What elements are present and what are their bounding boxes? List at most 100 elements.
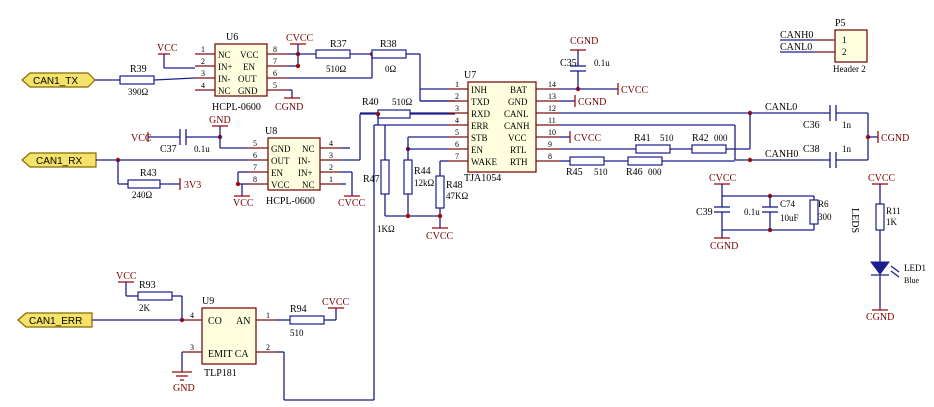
c36-value: 1n <box>842 120 852 130</box>
led1-ref: LED1 <box>904 263 926 273</box>
u6-pin-number: 4 <box>201 81 205 90</box>
u7-pin-number: 2 <box>455 92 459 101</box>
u7-pin-name: STB <box>471 133 488 143</box>
u7-pin-name: RTL <box>510 145 526 155</box>
u7-pin-number: 11 <box>548 116 556 125</box>
cvcc-label: CVCC <box>338 198 366 209</box>
cgnd-label: CGND <box>578 97 606 108</box>
u8-pin-number: 5 <box>253 139 257 148</box>
c35-value: 0.1u <box>594 58 610 68</box>
leds-group-label: LEDS <box>849 208 860 233</box>
resistor-r94: R94 510 <box>289 304 325 338</box>
r40-ref: R40 <box>362 97 379 108</box>
c35-ref: C35 <box>560 58 577 69</box>
vcc-label: VCC <box>131 133 152 144</box>
u7-pin-name: CANL <box>504 109 529 119</box>
u8-pin-number: 4 <box>329 139 333 148</box>
port-can1-tx: CAN1_TX <box>21 72 96 88</box>
u7-pin-name: BAT <box>510 85 528 95</box>
c74-value: 10uF <box>780 213 799 223</box>
u7-pin-name: VCC <box>508 133 527 143</box>
resistor-r43: R43 240Ω <box>127 168 161 200</box>
cvcc-symbol-c39: CVCC <box>709 173 737 185</box>
cvcc-label: CVCC <box>426 231 454 242</box>
u7-pin-number: 5 <box>455 128 459 137</box>
cvcc-label: CVCC <box>621 85 649 96</box>
r45-value: 510 <box>594 167 608 177</box>
u6-ref: U6 <box>226 32 238 43</box>
cgnd-label: CGND <box>881 133 909 144</box>
u6-pin-number: 6 <box>273 69 277 78</box>
u7-pin-name: ERR <box>471 121 489 131</box>
cgnd-symbol-c39: CGND <box>710 237 738 252</box>
cgnd-label: CGND <box>710 241 738 252</box>
u9-pin-emit-ca: EMIT CA <box>208 349 249 360</box>
cvcc-symbol-u7-vcc: CVCC <box>569 131 602 144</box>
port-can1-tx-label: CAN1_TX <box>33 76 78 87</box>
r39-ref: R39 <box>130 64 147 75</box>
r37-value: 510Ω <box>326 64 347 74</box>
u9-pin-number: 2 <box>266 343 270 352</box>
u7-pin-number: 13 <box>548 92 556 101</box>
resistor-r40: R40 510Ω <box>362 97 413 119</box>
u8-pin-name: NC <box>302 180 315 190</box>
u7-pin-number: 10 <box>548 128 556 137</box>
cgnd-label: CGND <box>275 102 303 113</box>
u6-optocoupler: U6 HCPL-0600 NC IN+ IN- NC VCC EN OUT GN… <box>195 32 287 113</box>
resistor-r46: R46 000 <box>626 156 663 178</box>
cgnd-label: CGND <box>866 312 894 323</box>
vcc-symbol-u6: VCC <box>157 43 195 69</box>
r47-ref: R47 <box>363 174 380 185</box>
cvcc-label: CVCC <box>868 173 896 184</box>
r45-ref: R45 <box>566 167 583 178</box>
r48-value: 47KΩ <box>446 191 468 201</box>
r38-ref: R38 <box>380 39 397 50</box>
u9-pin-number: 4 <box>190 311 194 320</box>
cvcc-symbol-bat: CVCC <box>617 83 649 96</box>
c38-ref: C38 <box>803 144 820 155</box>
vcc-label: VCC <box>233 198 254 209</box>
u8-pin-name: IN+ <box>298 168 313 178</box>
led-led1: LED1 Blue <box>870 261 926 310</box>
r47-value: 1KΩ <box>377 224 395 234</box>
r6-ref: R6 <box>818 199 829 209</box>
u6-part: HCPL-0600 <box>212 102 261 113</box>
r93-ref: R93 <box>139 280 156 291</box>
u6-pin-number: 7 <box>273 57 277 66</box>
c74-ref: C74 <box>780 199 796 209</box>
vcc-label: VCC <box>157 43 178 54</box>
vcc-symbol-u8-top: VCC <box>131 132 152 144</box>
gnd-symbol-led: CGND <box>866 309 894 323</box>
capacitor-c38: C38 1n <box>803 144 852 168</box>
cvcc-symbol-u9: CVCC <box>322 297 350 309</box>
u7-pin-name: EN <box>471 145 483 155</box>
u7-pin-number: 9 <box>548 140 552 149</box>
u7-pin-number: 12 <box>548 104 556 113</box>
u9-optocoupler: U9 TLP181 CO AN EMIT CA 4 1 3 2 <box>182 296 276 379</box>
cvcc-symbol-led: CVCC <box>868 173 896 185</box>
capacitor-c35: C35 0.1u <box>560 50 610 89</box>
r42-ref: R42 <box>692 133 709 144</box>
p5-pin-number: 2 <box>842 47 847 57</box>
u8-pin-number: 6 <box>253 151 257 160</box>
u6-pin-number: 5 <box>273 81 277 90</box>
u9-pin-number: 3 <box>190 343 194 352</box>
gnd-label: GND <box>173 383 195 394</box>
resistor-r41: R41 510 <box>634 133 674 154</box>
u7-pin-number: 3 <box>455 104 459 113</box>
c36-ref: C36 <box>803 120 820 131</box>
r43-value: 240Ω <box>132 190 153 200</box>
u9-part: TLP181 <box>204 368 237 379</box>
vcc-label: VCC <box>116 271 137 282</box>
cvcc-label: CVCC <box>286 33 314 44</box>
r38-value: 0Ω <box>385 64 397 74</box>
c37-ref: C37 <box>160 144 177 155</box>
r41-ref: R41 <box>634 133 651 144</box>
u9-pin-co: CO <box>208 316 222 327</box>
u6-pin-name: VCC <box>240 50 259 60</box>
u8-pin-name: GND <box>271 144 291 154</box>
cgnd-symbol-u7: CGND <box>574 95 606 108</box>
resistor-r6: R6 300 <box>809 196 832 230</box>
u7-ref: U7 <box>464 70 476 81</box>
u6-pin-name: GND <box>238 86 258 96</box>
